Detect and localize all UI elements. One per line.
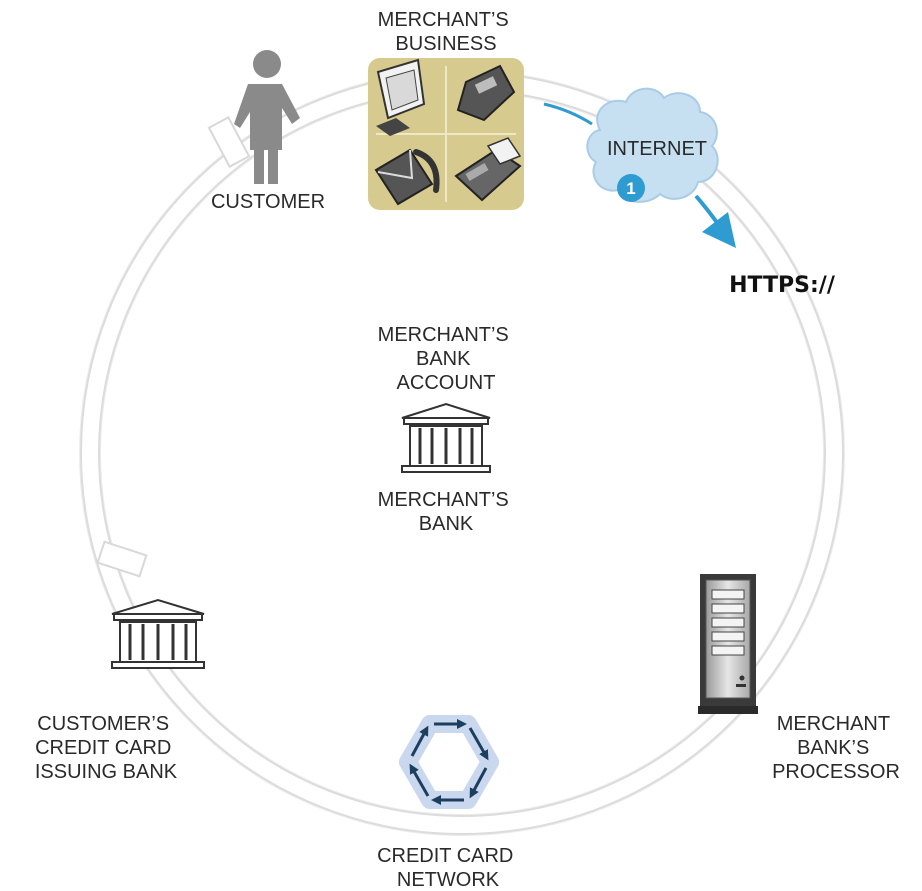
card-terminal-icon	[456, 64, 516, 122]
card-network-label: CREDIT CARD NETWORK	[377, 845, 519, 891]
svg-text:1: 1	[626, 179, 635, 198]
envelope-phone-icon	[374, 148, 440, 206]
internet-to-https-arrow	[694, 194, 736, 248]
customer-icon	[234, 50, 300, 184]
customer-label: CUSTOMER	[211, 191, 325, 213]
internet-label: INTERNET	[607, 138, 707, 160]
card-network-icon	[399, 715, 499, 809]
business-to-internet-link	[543, 102, 593, 126]
processor-server-icon	[698, 574, 758, 714]
internet-cloud-icon	[586, 87, 719, 203]
merchant-business-icon	[368, 58, 524, 210]
step-1-badge: 1	[617, 174, 645, 202]
processor-label: MERCHANT BANK’S PROCESSOR	[772, 713, 900, 783]
fax-machine-icon	[454, 137, 522, 202]
issuing-bank-icon	[111, 598, 205, 669]
computer-icon	[376, 58, 426, 136]
merchant-bank-account-label: MERCHANT’S BANK ACCOUNT	[378, 324, 515, 394]
https-label: HTTPS://	[729, 273, 836, 298]
merchant-business-label: MERCHANT’S BUSINESS	[378, 9, 515, 55]
ring-end-caps	[96, 116, 251, 578]
merchant-bank-label: MERCHANT’S BANK	[378, 489, 515, 535]
issuing-bank-label: CUSTOMER’S CREDIT CARD ISSUING BANK	[35, 713, 178, 783]
merchant-bank-icon	[401, 402, 491, 473]
